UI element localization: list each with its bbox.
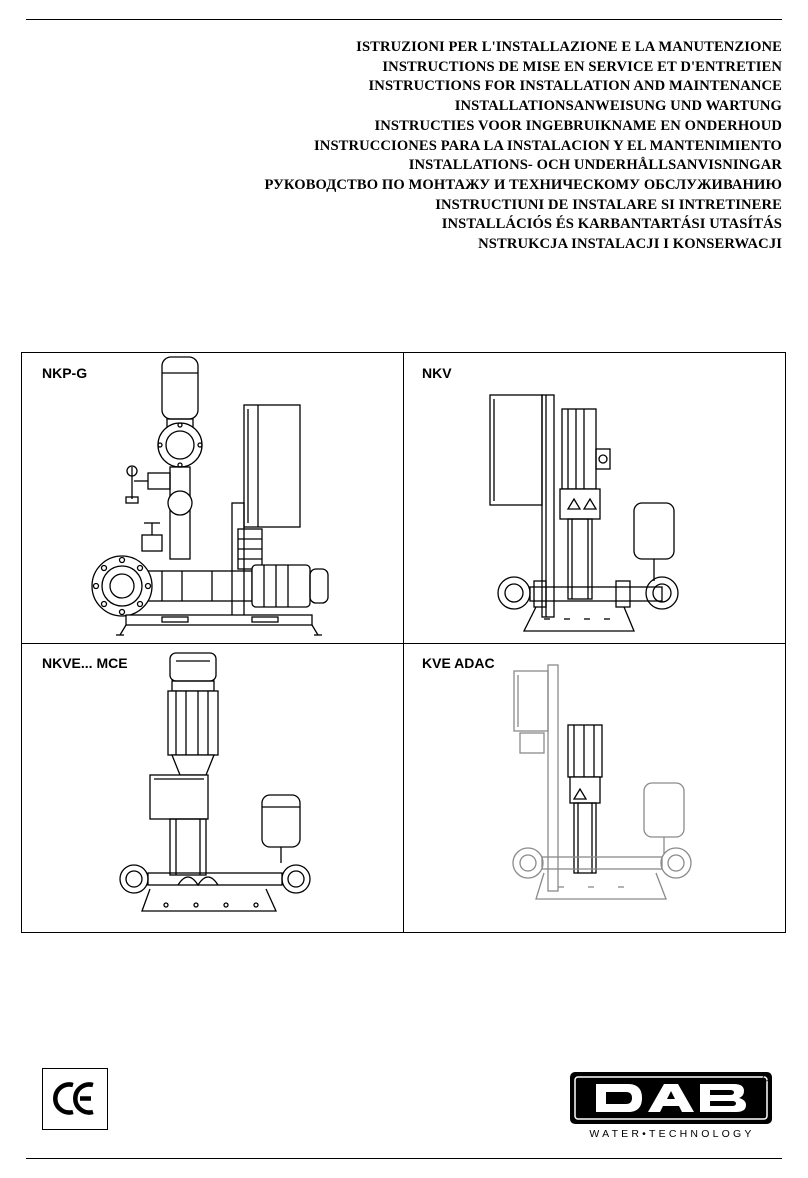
dab-logo: WATER•TECHNOLOGY: [568, 1070, 776, 1140]
title-line-de: INSTALLATIONSANWEISUNG UND WARTUNG: [454, 98, 782, 115]
title-line-hu: INSTALLÁCIÓS ÉS KARBANTARTÁSI UTASÍTÁS: [441, 216, 782, 233]
title-line-sv: INSTALLATIONS- OCH UNDERHÅLLSANVISNINGAR: [408, 157, 782, 174]
ce-mark-glyph: [53, 1082, 94, 1115]
title-line-pl: NSTRUKCJA INSTALACJI I KONSERWACJI: [478, 236, 782, 253]
title-block: ISTRUZIONI PER L'INSTALLAZIONE E LA MANU…: [264, 38, 782, 255]
panel-label-nkve-mce: NKVE... MCE: [42, 655, 128, 671]
nkve-mce-pump-drawing: [119, 652, 311, 912]
title-line-it: ISTRUZIONI PER L'INSTALLAZIONE E LA MANU…: [356, 39, 782, 55]
grid-divider-vertical: [403, 353, 404, 932]
product-grid: NKP-G: [21, 352, 786, 933]
title-line-ro: INSTRUCTIUNI DE INSTALARE SI INTRETINERE: [435, 196, 782, 213]
dab-logo-mark: [570, 1072, 772, 1124]
grid-divider-horizontal: [22, 643, 785, 644]
dab-tagline: WATER•TECHNOLOGY: [589, 1128, 755, 1140]
kve-adac-pump-drawing: [512, 664, 692, 900]
top-rule: [26, 19, 782, 20]
title-line-nl: INSTRUCTIES VOOR INGEBRUIKNAME EN ONDERH…: [374, 117, 782, 134]
panel-label-kve-adac: KVE ADAC: [422, 655, 495, 671]
ce-mark: [42, 1068, 108, 1130]
panel-label-nkv: NKV: [422, 365, 452, 381]
nkv-pump-drawing: [489, 394, 679, 632]
title-line-en: INSTRUCTIONS FOR INSTALLATION AND MAINTE…: [368, 78, 782, 95]
title-line-fr: INSTRUCTIONS DE MISE EN SERVICE ET D'ENT…: [382, 58, 782, 75]
title-line-es: INSTRUCCIONES PARA LA INSTALACION Y EL M…: [314, 137, 782, 154]
panel-label-nkp-g: NKP-G: [42, 365, 88, 381]
nkp-g-pump-drawing: [91, 356, 329, 636]
bottom-rule: [26, 1158, 782, 1159]
title-line-ru: РУКОВОДСТВО ПО МОНТАЖУ И ТЕХНИЧЕСКОМУ ОБ…: [264, 176, 782, 193]
